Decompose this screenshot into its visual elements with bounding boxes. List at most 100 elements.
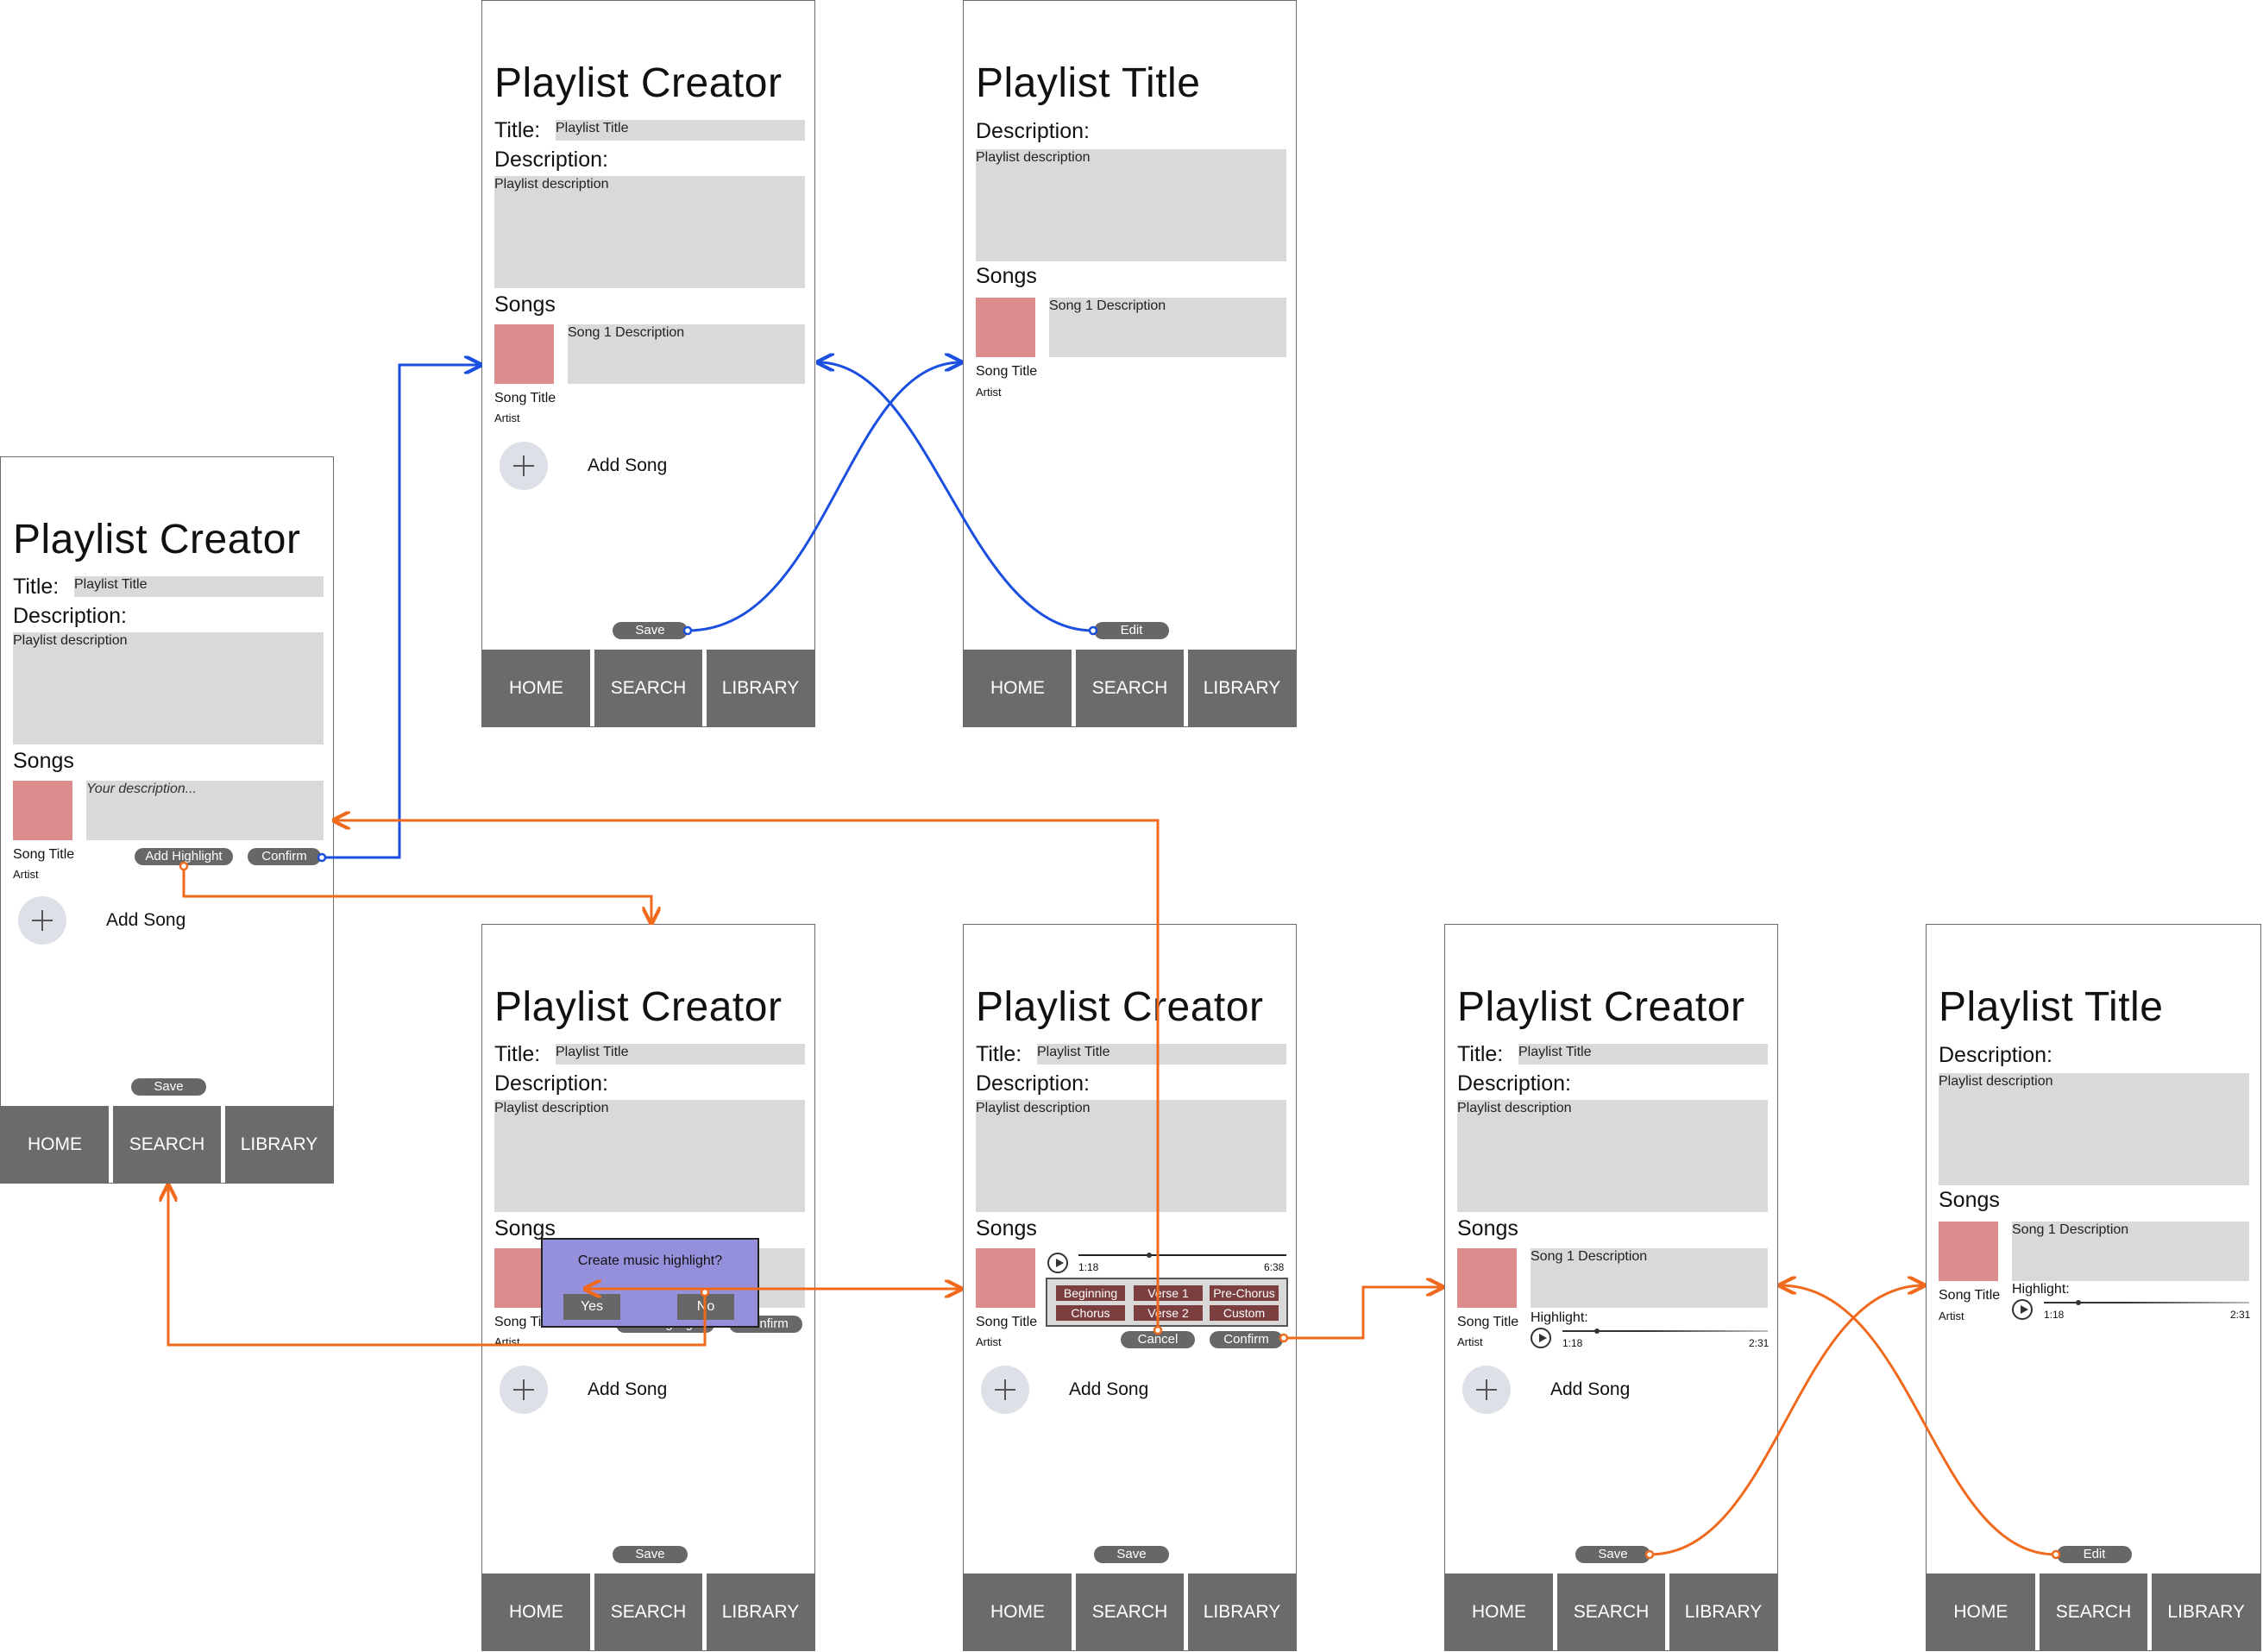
song-thumbnail	[494, 324, 554, 384]
nav-library[interactable]: LIBRARY	[1669, 1573, 1777, 1650]
nav-search[interactable]: SEARCH	[594, 1573, 702, 1650]
time-end: 2:31	[2230, 1309, 2251, 1321]
dialog-no-button[interactable]: No	[677, 1294, 734, 1320]
song-thumbnail	[13, 781, 72, 840]
nav-home[interactable]: HOME	[1445, 1573, 1553, 1650]
title-input[interactable]: Playlist Title	[1037, 1044, 1286, 1065]
nav-library[interactable]: LIBRARY	[225, 1106, 333, 1183]
song-description-text: Song 1 Description	[2012, 1222, 2129, 1237]
description-label: Description:	[494, 148, 608, 172]
description-placeholder: Playlist description	[494, 1101, 609, 1115]
add-song-plus-icon[interactable]	[981, 1366, 1029, 1414]
save-button[interactable]: Save	[1575, 1546, 1650, 1563]
nav-library[interactable]: LIBRARY	[2152, 1573, 2260, 1650]
song-artist: Artist	[494, 411, 520, 424]
song-description[interactable]: Song 1 Description	[568, 324, 805, 384]
description-input[interactable]: Playlist description	[976, 1100, 1286, 1212]
edit-button[interactable]: Edit	[2057, 1546, 2132, 1563]
song-description-input[interactable]: Your description...	[86, 781, 324, 840]
save-button[interactable]: Save	[131, 1078, 206, 1096]
nav-home[interactable]: HOME	[964, 650, 1072, 726]
add-song-label[interactable]: Add Song	[588, 455, 668, 475]
description-placeholder: Playlist description	[1457, 1101, 1572, 1115]
add-song-plus-icon[interactable]	[1462, 1366, 1511, 1414]
add-song-plus-icon[interactable]	[500, 442, 548, 490]
save-button[interactable]: Save	[613, 622, 688, 639]
edit-button[interactable]: Edit	[1094, 622, 1169, 639]
section-chip[interactable]: Pre-Chorus	[1210, 1285, 1279, 1301]
section-options: Beginning Verse 1 Pre-Chorus Chorus Vers…	[1046, 1278, 1288, 1327]
nav-home[interactable]: HOME	[1927, 1573, 2035, 1650]
nav-search[interactable]: SEARCH	[1076, 1573, 1184, 1650]
song-artist: Artist	[1939, 1310, 1964, 1322]
nav-search[interactable]: SEARCH	[2039, 1573, 2148, 1650]
nav-search[interactable]: SEARCH	[1076, 650, 1184, 726]
title-input[interactable]: Playlist Title	[74, 576, 324, 597]
page-title: Playlist Creator	[494, 60, 783, 106]
highlight-track[interactable]	[2044, 1302, 2249, 1303]
highlight-knob[interactable]	[2076, 1300, 2082, 1305]
section-chip[interactable]: Chorus	[1056, 1305, 1125, 1321]
section-chip[interactable]: Beginning	[1056, 1285, 1125, 1301]
time-end: 2:31	[1749, 1337, 1770, 1349]
nav-search[interactable]: SEARCH	[1557, 1573, 1665, 1650]
description-input[interactable]: Playlist description	[13, 632, 324, 744]
bottom-nav: HOME SEARCH LIBRARY	[1, 1106, 333, 1183]
highlight-knob[interactable]	[1594, 1329, 1600, 1334]
page-title: Playlist Creator	[976, 984, 1264, 1030]
cancel-button[interactable]: Cancel	[1121, 1331, 1195, 1348]
page-title: Playlist Creator	[494, 984, 783, 1030]
screen-playlist-creator-song-description: Playlist Creator Title: Playlist Title D…	[0, 456, 334, 1184]
save-button[interactable]: Save	[1094, 1546, 1169, 1563]
nav-library[interactable]: LIBRARY	[1188, 1573, 1296, 1650]
play-icon[interactable]	[1047, 1253, 1068, 1273]
play-icon[interactable]	[1531, 1328, 1551, 1348]
nav-home[interactable]: HOME	[1, 1106, 109, 1183]
description-placeholder: Playlist description	[976, 1101, 1091, 1115]
song-description[interactable]: Song 1 Description	[1531, 1248, 1768, 1308]
bottom-nav: HOME SEARCH LIBRARY	[482, 650, 814, 726]
add-song-label[interactable]: Add Song	[106, 910, 186, 930]
section-chip[interactable]: Custom	[1210, 1305, 1279, 1321]
play-icon[interactable]	[2012, 1299, 2033, 1320]
nav-home[interactable]: HOME	[482, 1573, 590, 1650]
page-title: Playlist Title	[1939, 984, 2164, 1030]
section-chip[interactable]: Verse 1	[1134, 1285, 1203, 1301]
nav-library[interactable]: LIBRARY	[707, 650, 814, 726]
title-input[interactable]: Playlist Title	[556, 1044, 805, 1065]
song-thumbnail	[976, 1248, 1035, 1308]
confirm-button[interactable]: Confirm	[1210, 1331, 1283, 1348]
song-artist: Artist	[494, 1335, 520, 1348]
song-artist: Artist	[13, 868, 39, 881]
nav-home[interactable]: HOME	[482, 650, 590, 726]
description-text: Playlist description	[1939, 1074, 2053, 1089]
nav-library[interactable]: LIBRARY	[1188, 650, 1296, 726]
nav-library[interactable]: LIBRARY	[707, 1573, 814, 1650]
title-input[interactable]: Playlist Title	[1518, 1044, 1768, 1065]
save-button[interactable]: Save	[613, 1546, 688, 1563]
add-highlight-button[interactable]: Add Highlight	[135, 848, 233, 865]
description-text: Playlist description	[976, 150, 1091, 165]
add-song-label[interactable]: Add Song	[588, 1379, 668, 1399]
description-input[interactable]: Playlist description	[1457, 1100, 1768, 1212]
nav-home[interactable]: HOME	[964, 1573, 1072, 1650]
nav-search[interactable]: SEARCH	[113, 1106, 221, 1183]
description-label: Description:	[1457, 1071, 1571, 1096]
add-song-plus-icon[interactable]	[500, 1366, 548, 1414]
highlight-track[interactable]	[1562, 1330, 1768, 1332]
confirm-button[interactable]: Confirm	[248, 848, 321, 865]
title-input[interactable]: Playlist Title	[556, 120, 805, 141]
add-song-label[interactable]: Add Song	[1550, 1379, 1631, 1399]
time-end: 6:38	[1264, 1261, 1285, 1273]
time-start: 1:18	[1078, 1261, 1099, 1273]
add-song-label[interactable]: Add Song	[1069, 1379, 1149, 1399]
description-input[interactable]: Playlist description	[494, 176, 805, 288]
playback-knob[interactable]	[1146, 1253, 1152, 1258]
nav-search[interactable]: SEARCH	[594, 650, 702, 726]
section-chip[interactable]: Verse 2	[1134, 1305, 1203, 1321]
description-input[interactable]: Playlist description	[494, 1100, 805, 1212]
add-song-plus-icon[interactable]	[18, 896, 66, 945]
playback-track[interactable]	[1078, 1254, 1286, 1256]
dialog-yes-button[interactable]: Yes	[563, 1294, 620, 1320]
songs-heading: Songs	[1457, 1216, 1518, 1241]
